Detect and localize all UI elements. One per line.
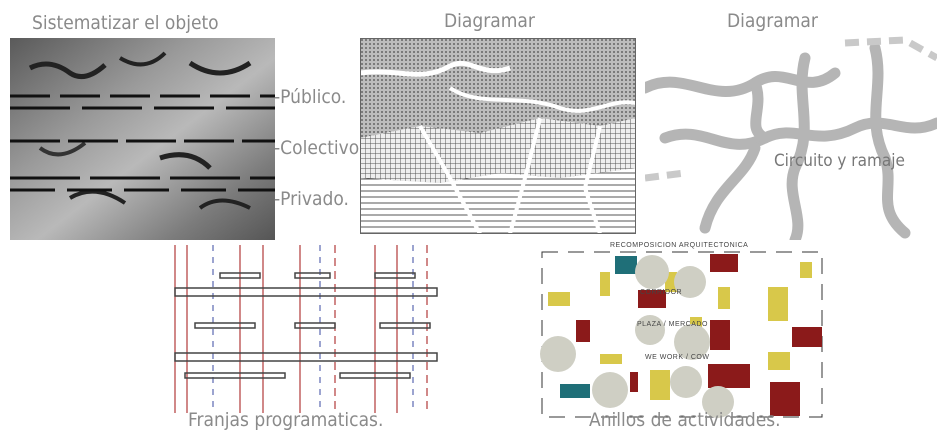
franjas-panel [165, 245, 445, 413]
title-diagramar-2: Diagramar [727, 10, 818, 32]
level-privado: -Privado. [274, 188, 349, 210]
label-coworking: WE WORK / COW [645, 354, 710, 361]
title-diagramar-1: Diagramar [444, 10, 535, 32]
sistematizar-panel [10, 38, 275, 240]
anillos-panel: RECOMPOSICION ARQUITECTONICA CORRIDOR PL… [540, 242, 825, 420]
caption-franjas: Franjas programaticas. [188, 409, 384, 431]
label-corridor: CORRIDOR [640, 289, 683, 296]
caption-anillos: Anillos de actividades. [589, 409, 781, 431]
diagramar-circuit-panel [645, 28, 937, 240]
diagramar-map [360, 38, 636, 234]
franjas-diagram [174, 245, 438, 413]
label-plaza: PLAZA / MERCADO [637, 321, 708, 328]
diagramar-map-panel [360, 38, 636, 234]
label-recomposicion: RECOMPOSICION ARQUITECTONICA [610, 242, 749, 249]
level-colectivo: -Colectivo [274, 137, 360, 159]
circuito-label: Circuito y ramaje [774, 151, 905, 171]
sistematizar-image [10, 38, 275, 240]
title-sistematizar: Sistematizar el objeto [32, 12, 219, 34]
level-publico: -Público. [274, 86, 347, 108]
anillos-diagram [540, 251, 823, 418]
circuit-diagram [645, 36, 937, 240]
